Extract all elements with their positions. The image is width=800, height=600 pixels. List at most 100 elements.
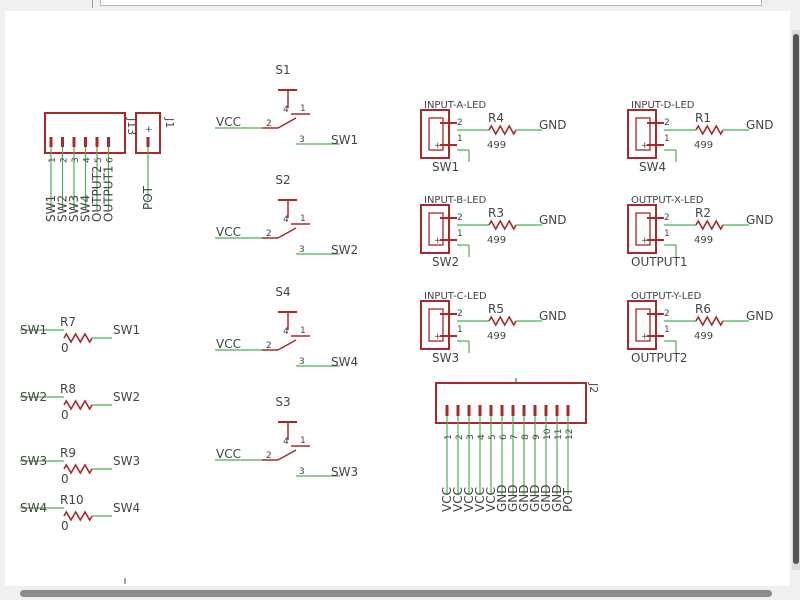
- led-pin-bot-OUTPUT-X-LED: 1: [664, 229, 670, 239]
- toolbar-separator: [92, 0, 93, 8]
- jumper-right-net-R8: SW2: [113, 390, 140, 404]
- switch-out-net-S3: SW3: [331, 465, 358, 479]
- led-block-label-INPUT-D-LED: INPUT-D-LED: [631, 100, 695, 111]
- led-pin-bot-OUTPUT-Y-LED: 1: [664, 325, 670, 335]
- led-gnd-net-OUTPUT-Y-LED: GND: [746, 309, 774, 323]
- j2-pin-label-10: 10: [543, 428, 553, 440]
- led-body-OUTPUT-X-LED: [627, 204, 657, 254]
- led-pin-top-INPUT-B-LED: 2: [457, 213, 463, 223]
- led-plus-OUTPUT-X-LED: +: [641, 236, 649, 246]
- led-res-ref-R4: R4: [488, 111, 504, 125]
- switch-pin2-S4: 2: [266, 341, 272, 351]
- led-resistor-R6: [695, 315, 724, 327]
- jumper-right-net-R7: SW1: [113, 323, 140, 337]
- j2-net-2: VCC: [451, 487, 465, 512]
- j13-pin-2: [61, 137, 64, 147]
- j2-net-1: VCC: [440, 487, 454, 512]
- j13-pin-label-3: 3: [71, 157, 81, 163]
- led-inner-OUTPUT-X-LED: [635, 212, 651, 246]
- switch-pin1-S3: 1: [300, 436, 306, 446]
- led-res-value-R6: 499: [694, 331, 713, 342]
- led-pin-top-INPUT-C-LED: 2: [457, 309, 463, 319]
- switch-pin4-S2: 4: [283, 215, 289, 225]
- jumper-ref-R9: R9: [60, 446, 76, 460]
- j2-pin-label-11: 11: [554, 429, 564, 440]
- jumper-value-R8: 0: [61, 408, 69, 422]
- switch-blade-S4: [277, 339, 297, 351]
- switch-pin1-S4: 1: [300, 326, 306, 336]
- j13-pin-3: [72, 137, 76, 147]
- switch-blade-S3: [277, 449, 297, 461]
- horizontal-scroll-thumb[interactable]: [20, 590, 772, 597]
- command-input[interactable]: [100, 0, 762, 6]
- j13-pin-label-6: 6: [106, 157, 116, 163]
- led-res-value-R4: 499: [487, 140, 506, 151]
- switch-blade-S2: [277, 227, 297, 239]
- j1-ref: J1: [163, 117, 176, 128]
- switch-pin3-S1: 3: [299, 135, 305, 145]
- switch-out-net-S4: SW4: [331, 355, 358, 369]
- j2-pin-label-5: 5: [488, 434, 498, 440]
- led-block-label-INPUT-C-LED: INPUT-C-LED: [424, 291, 487, 302]
- led-net-SW4: SW4: [639, 160, 666, 174]
- led-block-label-INPUT-A-LED: INPUT-A-LED: [424, 100, 486, 111]
- led-plus-INPUT-C-LED: +: [434, 332, 442, 342]
- horizontal-scrollbar[interactable]: [0, 586, 790, 600]
- j2-net-4: VCC: [473, 487, 487, 512]
- jumper-right-net-R10: SW4: [113, 501, 140, 515]
- led-plus-INPUT-B-LED: +: [434, 236, 442, 246]
- led-res-ref-R2: R2: [695, 206, 711, 220]
- led-body-INPUT-A-LED: [420, 109, 450, 159]
- led-gnd-net-OUTPUT-X-LED: GND: [746, 213, 774, 227]
- j2-pin-label-2: 2: [455, 434, 465, 440]
- switch-pin3-S4: 3: [299, 357, 305, 367]
- jumper-resistor-R10: [63, 510, 93, 522]
- switch-ref-S4: S4: [275, 285, 290, 299]
- switch-in-net-S2: VCC: [216, 225, 241, 239]
- led-net-OUTPUT1: OUTPUT1: [631, 255, 688, 269]
- j2-pin-11: [555, 405, 559, 416]
- j13-ref: J13: [125, 117, 138, 135]
- switch-pin2-S1: 2: [266, 119, 272, 129]
- j2-pin-label-9: 9: [532, 434, 542, 440]
- jumper-value-R7: 0: [61, 341, 69, 355]
- led-inner-INPUT-A-LED: [428, 117, 444, 151]
- j2-pin-2: [456, 405, 460, 416]
- switch-in-net-S3: VCC: [216, 447, 241, 461]
- led-pin-bot-INPUT-B-LED: 1: [457, 229, 463, 239]
- j13-pin-1: [49, 137, 53, 147]
- j2-net-12: POT: [561, 487, 575, 512]
- vertical-scrollbar[interactable]: [792, 30, 800, 570]
- j2-pin-4: [478, 405, 482, 416]
- vertical-scroll-thumb[interactable]: [793, 34, 799, 564]
- j2-net-6: GND: [495, 484, 509, 512]
- jumper-left-net-R10: SW4: [20, 501, 47, 515]
- led-gnd-net-INPUT-C-LED: GND: [539, 309, 567, 323]
- switch-blade-S1: [277, 117, 297, 129]
- led-resistor-R5: [488, 315, 517, 327]
- jumper-resistor-R8: [63, 399, 93, 411]
- led-pin-top-OUTPUT-Y-LED: 2: [664, 309, 670, 319]
- led-res-value-R5: 499: [487, 331, 506, 342]
- j13-pin-4: [84, 137, 87, 147]
- switch-pin3-S3: 3: [299, 467, 305, 477]
- j2-net-10: GND: [539, 484, 553, 512]
- j2-net-5: VCC: [484, 487, 498, 512]
- j2-pin-9: [533, 405, 537, 416]
- j1-pin-symbol: +: [145, 125, 153, 135]
- j2-net-8: GND: [517, 484, 531, 512]
- led-net-OUTPUT2: OUTPUT2: [631, 351, 688, 365]
- j2-pin-label-12: 12: [565, 429, 575, 440]
- j13-pin-6: [107, 137, 110, 147]
- j2-net-7: GND: [506, 484, 520, 512]
- j13-net-SW2: SW2: [56, 195, 70, 222]
- led-res-ref-R6: R6: [695, 302, 711, 316]
- led-res-value-R2: 499: [694, 235, 713, 246]
- j13-net-SW4: SW4: [79, 195, 93, 222]
- jumper-resistor-R7: [63, 332, 93, 344]
- switch-pin4-S4: 4: [283, 327, 289, 337]
- j2-net-9: GND: [528, 484, 542, 512]
- led-block-label-OUTPUT-X-LED: OUTPUT-X-LED: [631, 195, 704, 206]
- switch-pin4-S3: 4: [283, 437, 289, 447]
